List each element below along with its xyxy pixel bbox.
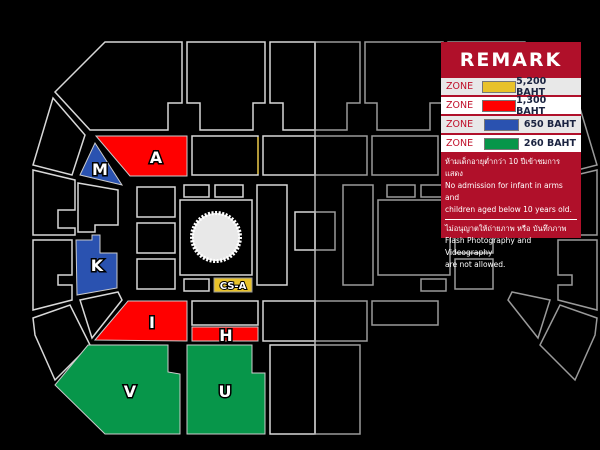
zone-m[interactable]: M — [79, 141, 124, 186]
zone-k-label: K — [91, 256, 104, 275]
zone-label: ZONE — [446, 81, 474, 92]
zone-u[interactable]: U — [186, 344, 266, 435]
photo-notice-en-1: Flash Photography and Videography — [445, 236, 532, 257]
price: 650 BAHT — [523, 119, 576, 130]
zone-a[interactable]: A — [94, 135, 188, 177]
photo-notice-thai: ไม่อนุญาตให้ถ่ายภาพ หรือ บันทึกภาพ — [445, 224, 567, 233]
price-row: ZONE 260 BAHT — [441, 135, 581, 152]
zone-m-label: M — [92, 160, 108, 179]
price: 260 BAHT — [523, 138, 576, 149]
age-notice: ห้ามเด็กอายุต่ำกว่า 10 ปีเข้าชมการแสดง N… — [441, 154, 581, 218]
remark-title: REMARK — [459, 49, 563, 71]
zone-h[interactable]: H — [191, 325, 259, 347]
zone-v-label: V — [124, 382, 137, 401]
price-row: ZONE 650 BAHT — [441, 116, 581, 133]
price: 1,300 BAHT — [516, 94, 547, 117]
price: 5,200 BAHT — [516, 75, 547, 98]
zone-i-label: I — [149, 313, 155, 332]
color-swatch — [484, 137, 519, 150]
age-notice-thai: ห้ามเด็กอายุต่ำกว่า 10 ปีเข้าชมการแสดง — [445, 157, 561, 178]
age-notice-en-1: No admission for infant in arms and — [445, 181, 563, 202]
remark-legend: REMARK ZONE 5,200 BAHT ZONE 1,300 BAHT ZON… — [441, 42, 581, 269]
zone-v[interactable]: V — [54, 344, 181, 435]
zone-h-label: H — [219, 326, 232, 345]
zone-cs-a[interactable]: CS-A — [213, 277, 253, 293]
zone-label: ZONE — [446, 100, 474, 111]
color-swatch — [482, 99, 517, 112]
zone-i[interactable]: I — [93, 300, 188, 342]
price-list: ZONE 5,200 BAHT ZONE 1,300 BAHT ZONE 650 BA… — [441, 75, 581, 152]
color-swatch — [482, 80, 517, 93]
divider — [445, 219, 577, 220]
center-stage — [190, 211, 242, 263]
zone-label: ZONE — [446, 119, 474, 130]
zone-cs-a-label: CS-A — [220, 281, 247, 292]
photo-notice: ไม่อนุญาตให้ถ่ายภาพ หรือ บันทึกภาพ Flash… — [441, 221, 581, 273]
color-swatch — [484, 118, 519, 131]
age-notice-en-2: children aged below 10 years old. — [445, 205, 572, 214]
price-row: ZONE 1,300 BAHT — [441, 94, 581, 117]
zone-k[interactable]: K — [75, 234, 118, 296]
photo-notice-en-2: are not allowed. — [445, 260, 506, 269]
zone-a-label: A — [150, 148, 163, 167]
zone-u-label: U — [219, 382, 232, 401]
price-row: ZONE 5,200 BAHT — [441, 75, 581, 98]
zone-label: ZONE — [446, 138, 474, 149]
